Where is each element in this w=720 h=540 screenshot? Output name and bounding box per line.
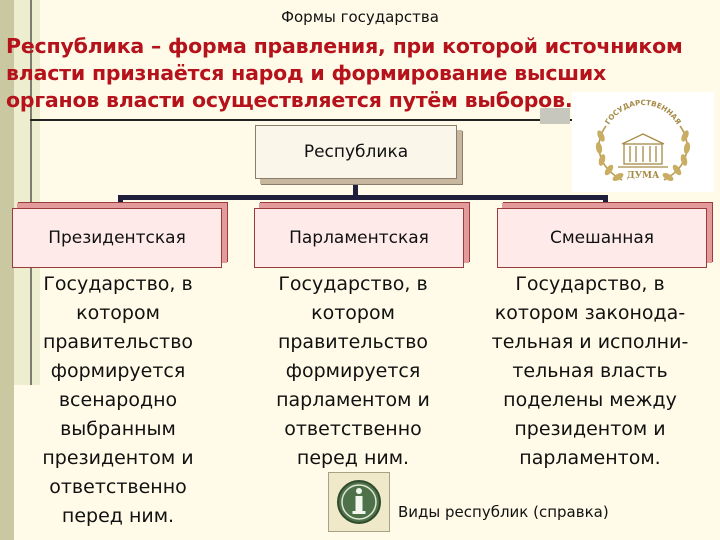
type-node-label: Президентская (48, 228, 186, 248)
description-line: тельная и исполни- (491, 331, 689, 353)
root-node-label: Республика (303, 142, 409, 162)
definition-underline (30, 119, 590, 121)
description-line: ответственно (49, 476, 187, 498)
definition-line: власти признаётся народ и формирование в… (6, 61, 607, 85)
description-line: президентом и (42, 447, 194, 469)
description-presidential: Государство, в котором правительство фор… (8, 270, 228, 531)
info-button[interactable] (328, 472, 390, 532)
description-line: котором (311, 302, 395, 324)
description-line: формируется (285, 360, 421, 382)
description-line: ответственно (284, 418, 422, 440)
description-line: формируется (50, 360, 186, 382)
connector-root-down (353, 177, 358, 198)
description-line: перед ним. (296, 447, 410, 469)
connector-left-down (118, 195, 123, 209)
description-line: Государство, в (278, 273, 428, 295)
info-link-label[interactable]: Виды республик (справка) (398, 503, 609, 521)
description-line: всенародно (58, 389, 178, 411)
definition-line: Республика – форма правления, при которо… (6, 34, 683, 58)
description-line: правительство (42, 331, 194, 353)
emblem-text-bottom: ДУМА (627, 171, 660, 181)
type-node-presidential: Президентская (12, 208, 222, 268)
info-icon (337, 480, 381, 524)
connector-horizontal (118, 195, 608, 200)
type-node-parliamentary: Парламентская (254, 208, 464, 268)
description-line: правительство (277, 331, 429, 353)
description-parliamentary: Государство, в котором правительство фор… (248, 270, 458, 473)
description-line: выбранным (60, 418, 176, 440)
connector-right-down (603, 195, 608, 209)
description-line: котором законода- (494, 302, 686, 324)
description-line: Государство, в (43, 273, 193, 295)
type-node-label: Парламентская (289, 228, 429, 248)
description-line: парламентом и (276, 389, 430, 411)
type-node-mixed: Смешанная (497, 208, 707, 268)
left-decor-band (14, 0, 40, 385)
description-line: Государство, в (515, 273, 665, 295)
emblem-text-top: ГОСУДАРСТВЕННАЯ (603, 98, 683, 126)
svg-text:ГОСУДАРСТВЕННАЯ: ГОСУДАРСТВЕННАЯ (603, 98, 683, 126)
definition-text: Республика – форма правления, при которо… (6, 33, 706, 114)
root-node-republic: Республика (255, 125, 457, 179)
left-decor-line (30, 0, 32, 385)
duma-emblem-logo: ГОСУДАРСТВЕННАЯ ДУМА (595, 98, 691, 181)
duma-emblem: ГОСУДАРСТВЕННАЯ ДУМА (572, 92, 714, 192)
decor-gray-tab (540, 108, 570, 124)
slide-title: Формы государства (281, 8, 439, 26)
description-line: президентом и (514, 418, 666, 440)
description-line: перед ним. (61, 505, 175, 527)
description-line: тельная власть (512, 360, 668, 382)
type-node-label: Смешанная (549, 228, 654, 248)
description-line: поделены между (503, 389, 677, 411)
left-decor-strip (0, 0, 14, 540)
description-line: котором (76, 302, 160, 324)
description-mixed: Государство, в котором законода- тельная… (462, 270, 718, 473)
description-line: парламентом. (519, 447, 661, 469)
definition-line: органов власти осуществляется путём выбо… (6, 88, 573, 112)
